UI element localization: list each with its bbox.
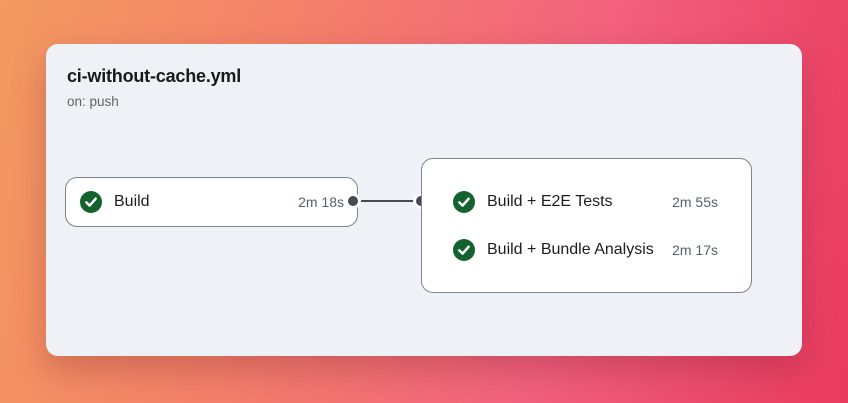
job-row-bundle-analysis[interactable]: Build + Bundle Analysis 2m 17s [453,236,718,264]
connector-line [358,200,421,202]
job-duration: 2m 18s [298,194,344,210]
check-circle-icon [80,191,102,213]
job-node-build[interactable]: Build 2m 18s [65,177,358,227]
job-label: Build + E2E Tests [487,192,613,210]
check-circle-icon [453,190,475,213]
check-circle-icon [453,238,475,261]
job-label: Build [114,193,150,210]
workflow-card: ci-without-cache.yml on: push Build 2m 1… [46,44,802,356]
connector-dot-left [345,193,361,209]
workflow-title: ci-without-cache.yml [67,66,242,86]
workflow-header: ci-without-cache.yml on: push [67,64,241,110]
job-duration: 2m 55s [672,193,718,210]
job-row-e2e-tests[interactable]: Build + E2E Tests 2m 55s [453,188,718,216]
job-duration: 2m 17s [672,241,718,258]
job-label: Build + Bundle Analysis [487,240,654,258]
job-group-node: Build + E2E Tests 2m 55s Build + Bundle … [421,158,752,293]
workflow-trigger: on: push [67,94,119,109]
